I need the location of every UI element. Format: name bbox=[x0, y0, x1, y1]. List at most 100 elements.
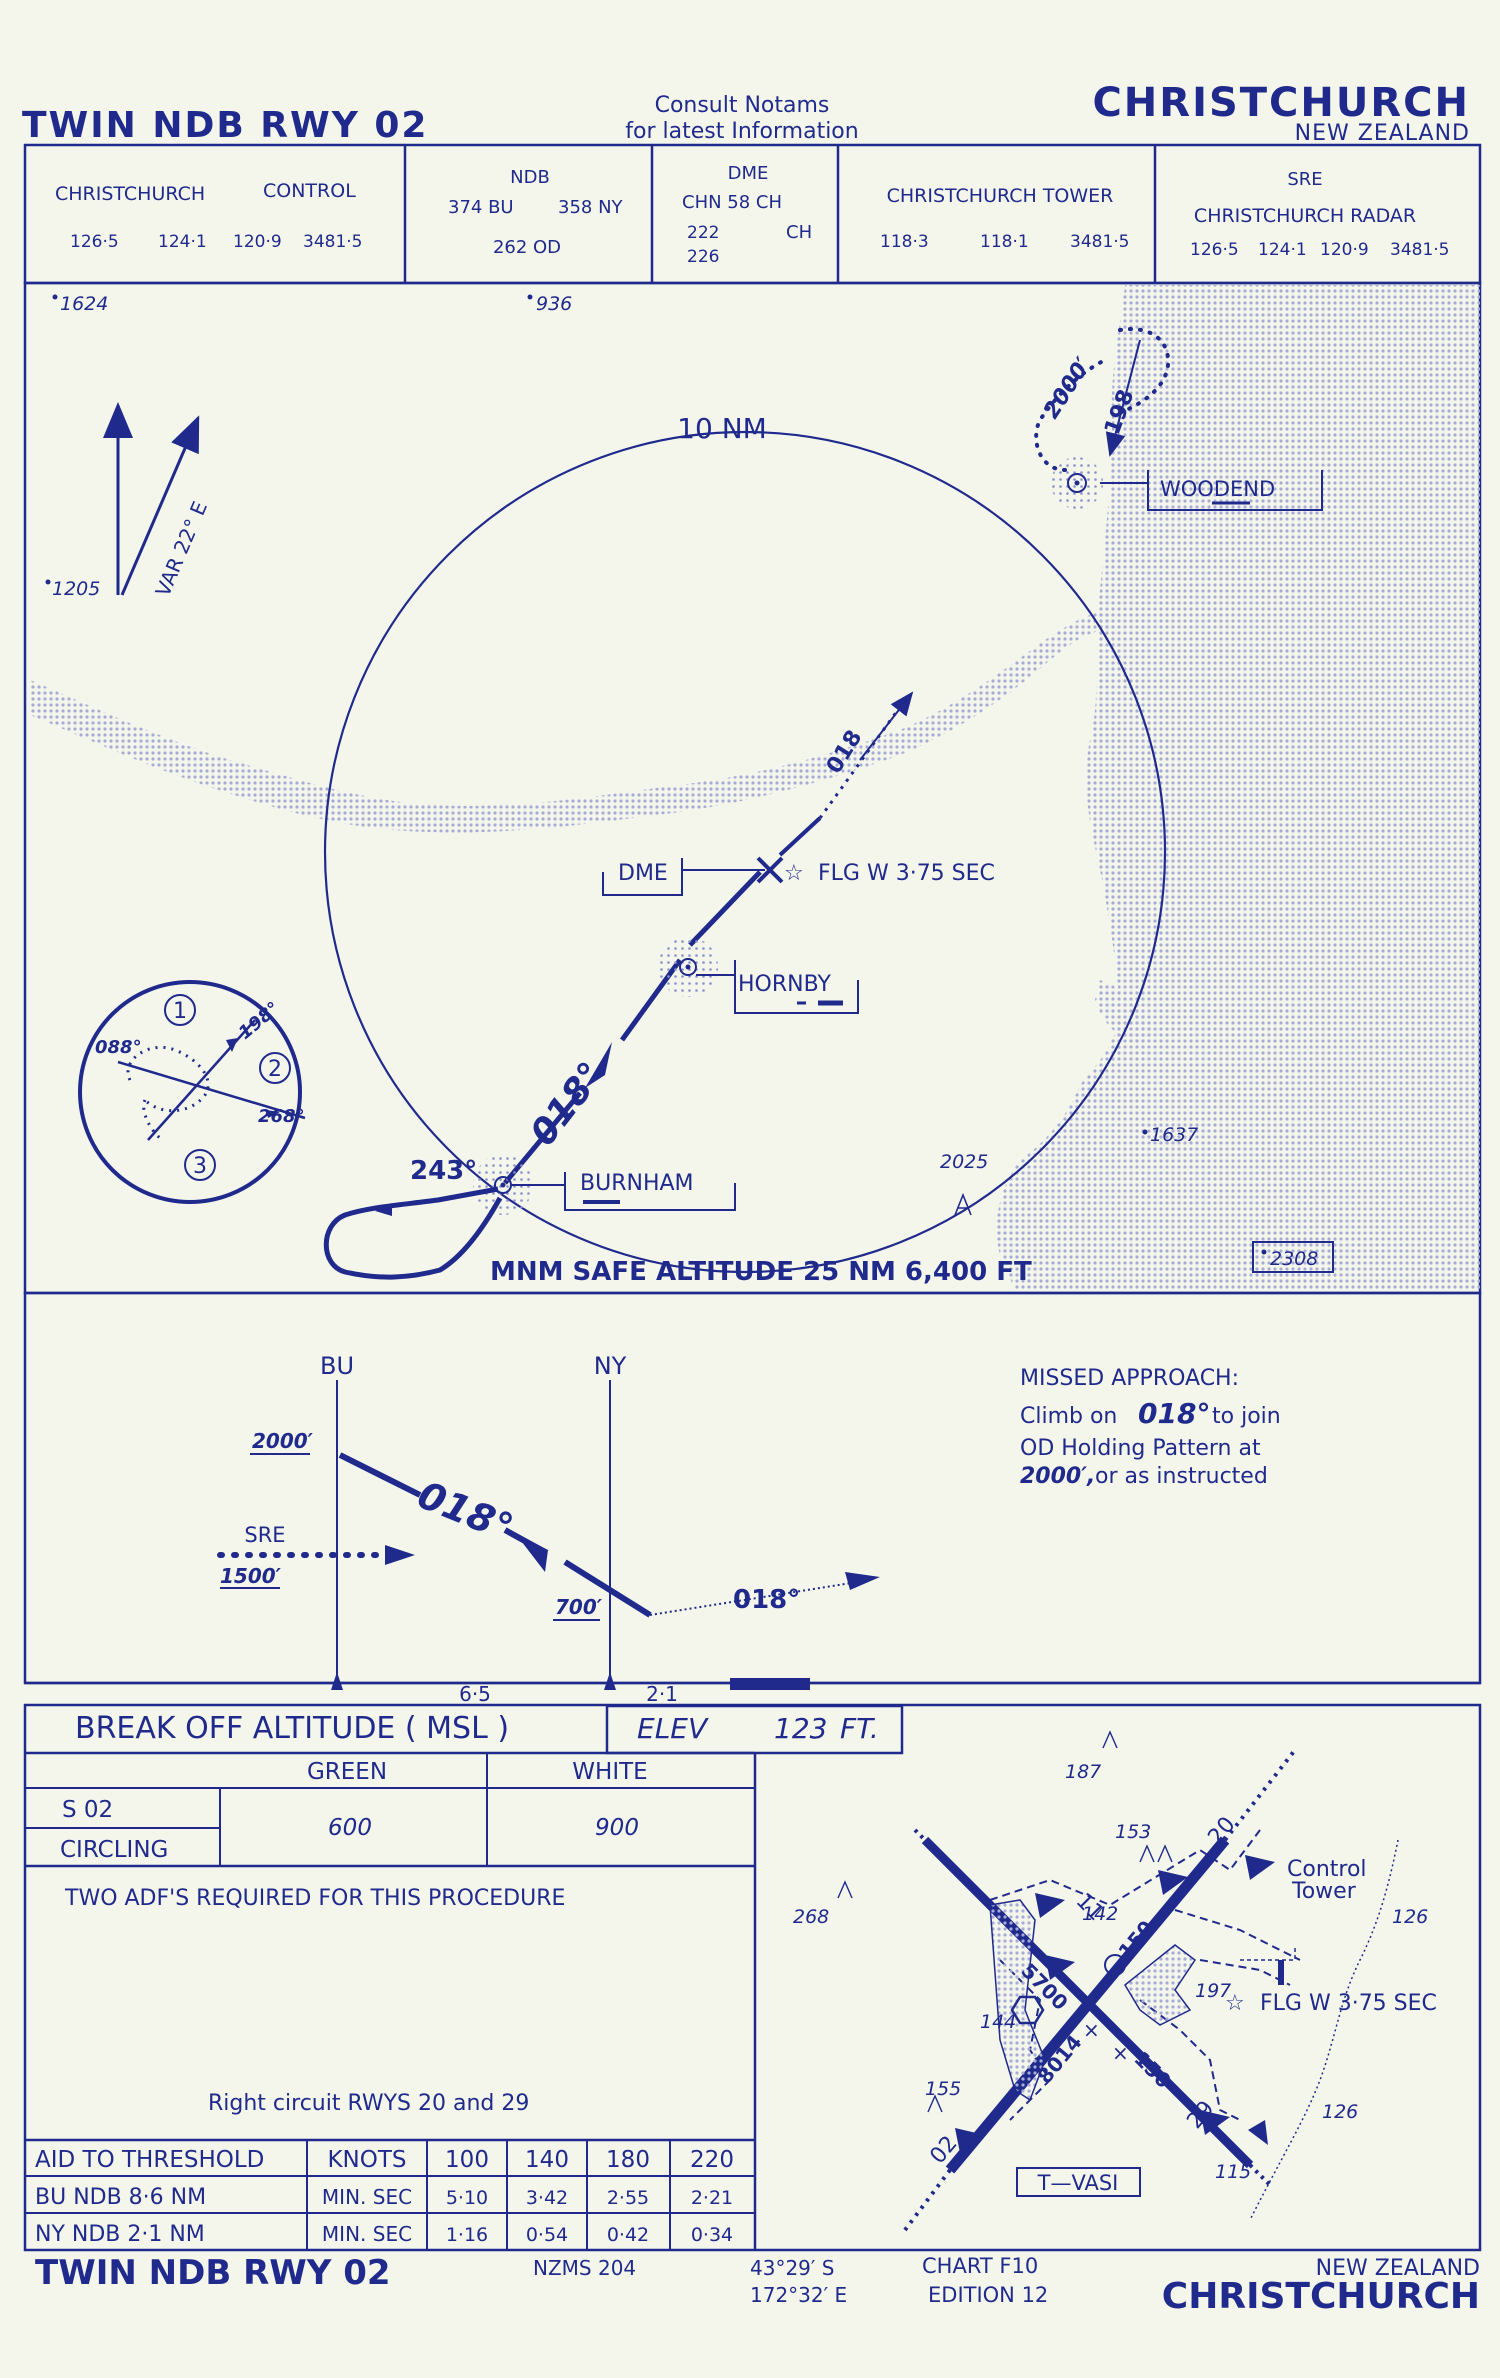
sector-diagram: 1 2 3 198° 088° 268° bbox=[78, 980, 306, 1204]
course-in-label: 018° bbox=[523, 1055, 613, 1154]
obst-153: 153 bbox=[1115, 1821, 1151, 1843]
control-freq-4: 3481·5 bbox=[303, 232, 362, 252]
msa-label: MNM SAFE ALTITUDE 25 NM 6,400 FT bbox=[490, 1257, 1032, 1287]
timing-ny-220: 0·34 bbox=[691, 2224, 733, 2246]
city-name: CHRISTCHURCH bbox=[1092, 80, 1470, 126]
spot-heights: 1624 936 1205 1637 2025 2308 bbox=[45, 293, 1334, 1273]
control-name: CHRISTCHURCH bbox=[55, 183, 205, 205]
obst-142: 142 bbox=[1082, 1903, 1118, 1925]
comms-dme: DME CHN 58 CH 222 CH 226 bbox=[682, 163, 812, 267]
sector-268: 268° bbox=[258, 1106, 305, 1127]
tower-freq-2: 118·1 bbox=[980, 232, 1029, 252]
timing-ny-180: 0·42 bbox=[607, 2224, 649, 2246]
profile-alt-1500: 1500′ bbox=[220, 1564, 282, 1588]
aerodrome-flg: FLG W 3·75 SEC bbox=[1260, 1991, 1437, 2016]
obstacle-icon bbox=[1139, 1844, 1173, 1863]
aerodrome-beacon-icon bbox=[1104, 1954, 1126, 1976]
control-freq-2: 124·1 bbox=[158, 232, 207, 252]
elev-unit: FT. bbox=[840, 1712, 879, 1745]
profile-dist-bu-ny: 6·5 bbox=[459, 1682, 491, 1706]
sre-freq-1: 126·5 bbox=[1190, 240, 1239, 260]
minima-section: BREAK OFF ALTITUDE ( MSL ) ELEV 123 FT. … bbox=[23, 1703, 1482, 2252]
sea-area bbox=[996, 285, 1480, 1290]
chart-title: TWIN NDB RWY 02 bbox=[22, 105, 428, 146]
timing-row-ny-unit: MIN. SEC bbox=[322, 2222, 412, 2246]
control-suffix: CONTROL bbox=[263, 180, 356, 202]
sre-freq-2: 124·1 bbox=[1258, 240, 1307, 260]
white-minimum: 900 bbox=[595, 1815, 639, 1841]
timing-table: AID TO THRESHOLD KNOTS 100 140 180 220 B… bbox=[25, 2138, 755, 2250]
tower-freq-1: 118·3 bbox=[880, 232, 929, 252]
sre-freq-3: 120·9 bbox=[1320, 240, 1369, 260]
obst-155: 155 bbox=[925, 2078, 961, 2100]
dme-ch1: CHN 58 CH bbox=[682, 192, 782, 213]
rwy-20-label: 20 bbox=[1203, 1812, 1240, 1850]
footer-nzms: NZMS 204 bbox=[533, 2256, 636, 2280]
timing-header-100: 100 bbox=[445, 2147, 489, 2173]
timing-row-bu-unit: MIN. SEC bbox=[322, 2185, 412, 2209]
minima-title: BREAK OFF ALTITUDE ( MSL ) bbox=[75, 1711, 509, 1746]
obst-197: 197 bbox=[1195, 1980, 1231, 2002]
flg-label: FLG W 3·75 SEC bbox=[818, 861, 995, 886]
control-freq-1: 126·5 bbox=[70, 232, 119, 252]
note-adf: TWO ADF'S REQUIRED FOR THIS PROCEDURE bbox=[64, 1886, 565, 1911]
footer-country: NEW ZEALAND bbox=[1316, 2256, 1480, 2281]
profile-view: BU NY 2000′ 018° SRE 1500′ 700′ 018° 6·5… bbox=[23, 1291, 1482, 1706]
timing-header-knots: KNOTS bbox=[327, 2147, 406, 2173]
sre-name: CHRISTCHURCH RADAR bbox=[1194, 205, 1416, 227]
profile-ny: NY bbox=[594, 1352, 627, 1380]
missed-line1a: Climb on bbox=[1020, 1404, 1117, 1429]
spot-1205: 1205 bbox=[52, 578, 100, 600]
country-name: NEW ZEALAND bbox=[1295, 121, 1470, 146]
missed-course: 018° bbox=[1138, 1397, 1210, 1430]
green-minimum: 600 bbox=[328, 1815, 372, 1841]
comms-table: CHRISTCHURCH CONTROL 126·5 124·1 120·9 3… bbox=[23, 143, 1482, 285]
missed-alt: 2000′, bbox=[1020, 1464, 1095, 1489]
ndb-bu: 374 BU bbox=[448, 197, 514, 218]
timing-header-aid: AID TO THRESHOLD bbox=[35, 2147, 264, 2173]
profile-bu: BU bbox=[320, 1352, 354, 1380]
sector-2: 2 bbox=[268, 1057, 282, 1082]
dme-226: 226 bbox=[687, 247, 719, 267]
header: TWIN NDB RWY 02 Consult Notams for lates… bbox=[22, 80, 1470, 146]
spot-2025: 2025 bbox=[940, 1151, 988, 1173]
aerodrome-star-icon: ☆ bbox=[1225, 1991, 1245, 2016]
note-circuit: Right circuit RWYS 20 and 29 bbox=[208, 2091, 529, 2116]
missed-title: MISSED APPROACH: bbox=[1020, 1366, 1239, 1391]
footer-edition: EDITION 12 bbox=[928, 2283, 1048, 2307]
control-tower-label-2: Tower bbox=[1291, 1879, 1357, 1904]
x-mark-2: × bbox=[1112, 2041, 1129, 2065]
spot-1624: 1624 bbox=[60, 293, 108, 315]
sector-088: 088° bbox=[95, 1037, 142, 1058]
spot-1637: 1637 bbox=[1150, 1124, 1198, 1146]
missed-line1c: to join bbox=[1212, 1404, 1281, 1429]
range-ring-10nm bbox=[323, 430, 1167, 1274]
apron bbox=[1124, 1944, 1197, 2026]
tvasi-label: T—VASI bbox=[1037, 2171, 1119, 2195]
timing-bu-140: 3·42 bbox=[526, 2187, 568, 2209]
variation-label: VAR 22° E bbox=[151, 498, 212, 600]
obst-126-east: 126 bbox=[1392, 1906, 1428, 1928]
timing-ny-140: 0·54 bbox=[526, 2224, 568, 2246]
footer-lat: 43°29′ S bbox=[750, 2256, 835, 2280]
dme-ch2: CH bbox=[786, 222, 812, 243]
footer-title: TWIN NDB RWY 02 bbox=[35, 2253, 391, 2293]
obst-268: 268 bbox=[793, 1906, 829, 1928]
obstacle-icon bbox=[927, 2094, 943, 2113]
ndb-ny: 358 NY bbox=[558, 197, 624, 218]
tower-freq-3: 3481·5 bbox=[1070, 232, 1129, 252]
aerodrome-diagram: × × 02 20 11 29 5700 8014 150 150 187 15… bbox=[793, 1730, 1437, 2232]
timing-row-ny-aid: NY NDB 2·1 NM bbox=[35, 2222, 205, 2247]
missed-line2: OD Holding Pattern at bbox=[1020, 1436, 1261, 1461]
timing-header-220: 220 bbox=[690, 2147, 734, 2173]
timing-bu-180: 2·55 bbox=[607, 2187, 649, 2209]
timing-ny-100: 1·16 bbox=[446, 2224, 488, 2246]
comms-ndb: NDB 374 BU 358 NY 262 OD bbox=[448, 167, 624, 258]
obst-115: 115 bbox=[1215, 2161, 1251, 2183]
missed-approach: MISSED APPROACH: Climb on 018° to join O… bbox=[1020, 1366, 1281, 1489]
sre-title: SRE bbox=[1287, 169, 1322, 190]
sector-3: 3 bbox=[193, 1154, 207, 1179]
obst-187: 187 bbox=[1065, 1761, 1101, 1783]
notams-line-2: for latest Information bbox=[625, 119, 858, 144]
woodend-alt: 2000′ bbox=[1039, 353, 1097, 423]
